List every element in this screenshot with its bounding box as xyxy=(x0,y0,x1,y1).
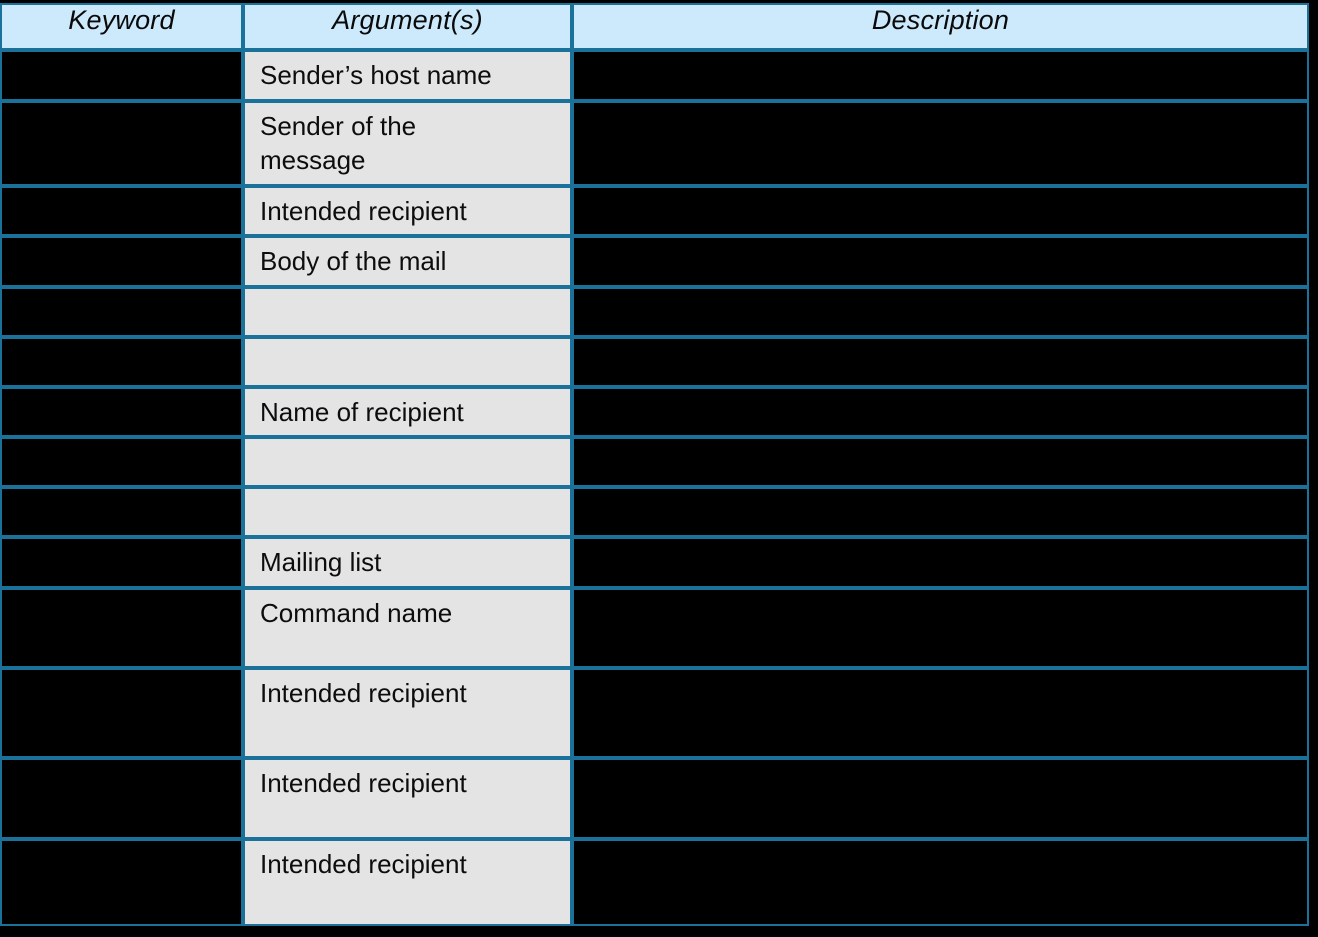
cell-description xyxy=(572,537,1309,589)
cell-description xyxy=(572,487,1309,538)
table-row xyxy=(0,437,1309,488)
cell-description xyxy=(572,286,1309,337)
table-header: Keyword Argument(s) Description xyxy=(0,3,1309,50)
cell-description xyxy=(572,437,1309,488)
cell-description xyxy=(572,386,1309,438)
cell-keyword xyxy=(0,185,243,237)
table-row: Name of recipient xyxy=(0,386,1309,438)
cell-argument: Sender’s host name xyxy=(243,50,572,101)
table-row: Intended recipient xyxy=(0,758,1309,840)
keyword-argument-description-table: Keyword Argument(s) Description Sender’s… xyxy=(0,3,1309,927)
cell-argument xyxy=(243,336,572,387)
table-row: Intended recipient xyxy=(0,185,1309,237)
column-header-description: Description xyxy=(572,3,1309,50)
table-row: Mailing list xyxy=(0,537,1309,589)
table-row xyxy=(0,336,1309,387)
cell-keyword xyxy=(0,588,243,669)
table-header-row: Keyword Argument(s) Description xyxy=(0,3,1309,50)
table-row: Body of the mail xyxy=(0,236,1309,287)
cell-argument: Mailing list xyxy=(243,537,572,589)
cell-keyword xyxy=(0,236,243,287)
cell-argument xyxy=(243,487,572,538)
cell-keyword xyxy=(0,758,243,840)
cell-keyword xyxy=(0,100,243,186)
cell-keyword xyxy=(0,487,243,538)
cell-keyword xyxy=(0,286,243,337)
cell-description xyxy=(572,236,1309,287)
cell-keyword xyxy=(0,537,243,589)
cell-description xyxy=(572,758,1309,840)
cell-description xyxy=(572,588,1309,669)
cell-keyword xyxy=(0,839,243,927)
cell-keyword xyxy=(0,386,243,438)
cell-argument: Command name xyxy=(243,588,572,669)
cell-description xyxy=(572,668,1309,759)
table-row: Sender of the message xyxy=(0,100,1309,186)
column-header-keyword: Keyword xyxy=(0,3,243,50)
cell-description xyxy=(572,839,1309,927)
table-row: Sender’s host name xyxy=(0,50,1309,101)
table-row: Intended recipient xyxy=(0,668,1309,759)
cell-keyword xyxy=(0,50,243,101)
column-header-argument: Argument(s) xyxy=(243,3,572,50)
cell-keyword xyxy=(0,336,243,387)
cell-keyword xyxy=(0,437,243,488)
cell-argument: Name of recipient xyxy=(243,386,572,438)
cell-argument: Intended recipient xyxy=(243,839,572,927)
table-row xyxy=(0,286,1309,337)
cell-argument xyxy=(243,286,572,337)
cell-argument: Intended recipient xyxy=(243,668,572,759)
table-row: Intended recipient xyxy=(0,839,1309,927)
cell-argument: Body of the mail xyxy=(243,236,572,287)
cell-argument: Intended recipient xyxy=(243,758,572,840)
cell-description xyxy=(572,336,1309,387)
cell-argument xyxy=(243,437,572,488)
table-row xyxy=(0,487,1309,538)
table-row: Command name xyxy=(0,588,1309,669)
cell-description xyxy=(572,50,1309,101)
cell-description xyxy=(572,185,1309,237)
cell-argument: Intended recipient xyxy=(243,185,572,237)
cell-keyword xyxy=(0,668,243,759)
cell-argument: Sender of the message xyxy=(243,100,572,186)
cell-description xyxy=(572,100,1309,186)
